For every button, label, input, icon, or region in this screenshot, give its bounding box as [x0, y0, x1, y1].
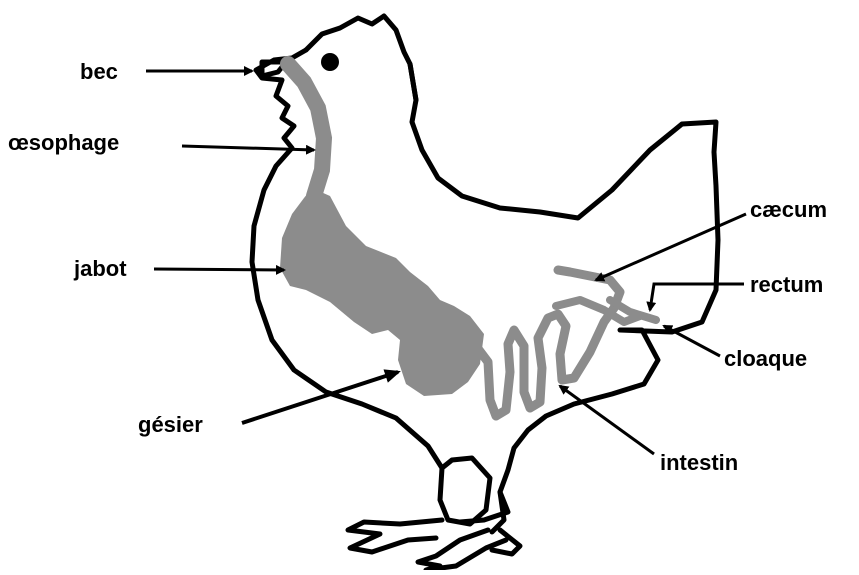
label-caecum: cæcum	[750, 197, 827, 222]
crop-mass	[280, 188, 484, 396]
label-jabot: jabot	[73, 256, 127, 281]
digestive-tract	[280, 64, 656, 416]
arrow-oesophage	[182, 146, 314, 150]
intestine-loops	[476, 270, 620, 416]
arrow-caecum	[596, 214, 746, 280]
label-bec: bec	[80, 59, 118, 84]
chicken-eye	[321, 53, 339, 71]
arrow-jabot	[154, 269, 284, 270]
label-oesophage: œsophage	[8, 130, 119, 155]
arrow-cloaque	[664, 326, 720, 356]
arrow-rectum	[650, 284, 744, 310]
label-gesier: gésier	[138, 412, 203, 437]
pointer-arrows	[146, 71, 746, 454]
label-intestin: intestin	[660, 450, 738, 475]
label-rectum: rectum	[750, 272, 823, 297]
label-cloaque: cloaque	[724, 346, 807, 371]
arrow-gesier	[242, 372, 398, 423]
